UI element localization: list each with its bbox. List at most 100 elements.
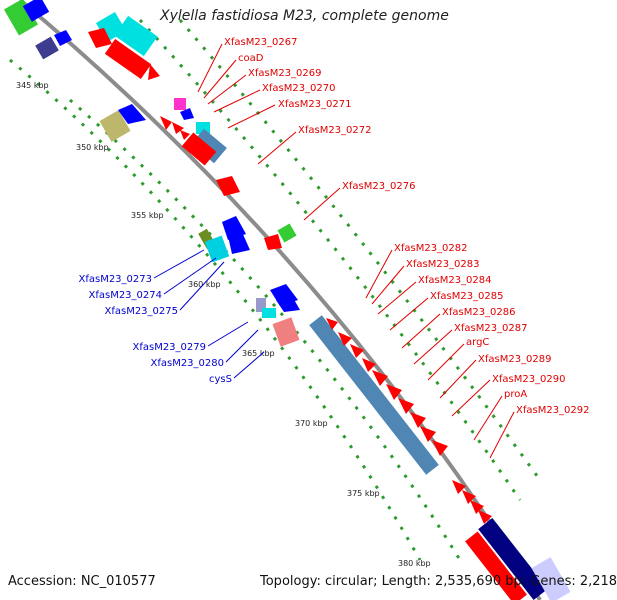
gene-label: XfasM23_0282 bbox=[394, 243, 468, 254]
cds-feature bbox=[22, 0, 50, 22]
gene-label: XfasM23_0271 bbox=[278, 99, 352, 110]
cds-feature bbox=[180, 108, 194, 120]
leader-line bbox=[427, 343, 465, 381]
kbp-tick: 360 kbp bbox=[188, 280, 221, 289]
cds-feature bbox=[362, 358, 376, 372]
gene-label: proA bbox=[504, 389, 527, 400]
kbp-tick: 380 kbp bbox=[398, 559, 431, 568]
leader-line bbox=[203, 59, 237, 99]
gene-label: XfasM23_0289 bbox=[478, 354, 552, 365]
gene-label: XfasM23_0279 bbox=[132, 342, 206, 353]
gene-label: XfasM23_0280 bbox=[150, 358, 224, 369]
gc-skew-tracks bbox=[9, 18, 542, 561]
gene-label: XfasM23_0274 bbox=[88, 290, 162, 301]
leader-line bbox=[257, 131, 297, 165]
cds-feature bbox=[350, 344, 364, 358]
gene-label: XfasM23_0267 bbox=[224, 37, 298, 48]
accession-text: Accession: NC_010577 bbox=[8, 574, 156, 589]
leader-line bbox=[213, 89, 261, 113]
gene-labels-right: XfasM23_0267 coaD XfasM23_0269 XfasM23_0… bbox=[224, 37, 590, 416]
genome-summary: Topology: circular; Length: 2,535,690 bp… bbox=[260, 574, 617, 589]
kbp-tick: 375 kbp bbox=[347, 489, 380, 498]
kbp-ticks: 345 kbp 350 kbp 355 kbp 360 kbp 365 kbp … bbox=[16, 81, 431, 568]
cds-feature bbox=[3, 0, 39, 36]
gene-label: argC bbox=[466, 337, 489, 348]
cds-feature bbox=[386, 384, 402, 400]
cds-feature bbox=[372, 370, 388, 386]
cds-feature bbox=[118, 104, 146, 124]
leader-line bbox=[227, 104, 276, 129]
kbp-tick: 370 kbp bbox=[295, 419, 328, 428]
cds-feature bbox=[478, 510, 492, 524]
cds-feature bbox=[326, 318, 338, 330]
cds-feature bbox=[35, 36, 59, 60]
gene-label: XfasM23_0276 bbox=[342, 181, 416, 192]
kbp-tick: 355 kbp bbox=[131, 211, 164, 220]
cds-feature bbox=[104, 39, 152, 79]
cds-feature bbox=[160, 116, 172, 130]
leader-line bbox=[365, 249, 393, 299]
kbp-tick: 350 kbp bbox=[76, 143, 109, 152]
cds-feature bbox=[398, 398, 414, 414]
gene-label: coaD bbox=[238, 53, 264, 64]
gene-label: XfasM23_0270 bbox=[262, 83, 336, 94]
cds-feature bbox=[216, 176, 240, 196]
gene-label: XfasM23_0275 bbox=[104, 306, 178, 317]
leader-line bbox=[163, 257, 217, 295]
gene-features bbox=[3, 0, 571, 600]
leader-line bbox=[389, 297, 429, 331]
cds-feature bbox=[452, 480, 466, 494]
cds-feature bbox=[114, 15, 158, 57]
leader-line bbox=[153, 249, 205, 279]
cds-feature bbox=[54, 30, 72, 46]
cds-feature bbox=[277, 223, 297, 243]
cds-feature bbox=[478, 517, 548, 600]
gene-label: XfasM23_0283 bbox=[406, 259, 480, 270]
cds-feature bbox=[180, 130, 190, 140]
cds-feature bbox=[174, 98, 186, 110]
cds-feature bbox=[228, 232, 250, 254]
cds-feature bbox=[256, 298, 266, 312]
guide-track-3 bbox=[138, 18, 522, 501]
cds-feature bbox=[172, 122, 184, 134]
leader-line bbox=[451, 379, 491, 417]
cds-feature bbox=[410, 412, 426, 428]
leader-line bbox=[371, 265, 405, 305]
cds-feature bbox=[420, 426, 436, 442]
gene-labels-left: XfasM23_0273 XfasM23_0274 XfasM23_0275 X… bbox=[78, 274, 232, 385]
cds-feature bbox=[309, 315, 439, 475]
cds-feature bbox=[531, 557, 571, 600]
leader-line bbox=[197, 43, 223, 93]
guide-track-1 bbox=[9, 58, 422, 561]
leader-lines-left bbox=[153, 249, 265, 379]
leader-line bbox=[377, 281, 417, 315]
gene-label: XfasM23_0285 bbox=[430, 291, 504, 302]
cds-feature bbox=[272, 317, 300, 347]
leader-line bbox=[233, 351, 265, 379]
cds-feature bbox=[264, 234, 282, 250]
leader-line bbox=[473, 395, 503, 441]
leader-line bbox=[401, 313, 441, 349]
guide-track-2 bbox=[69, 98, 462, 561]
leader-line bbox=[303, 187, 341, 221]
leader-line bbox=[413, 329, 453, 365]
cds-feature bbox=[462, 490, 476, 504]
leader-line bbox=[225, 329, 259, 363]
gene-label: XfasM23_0287 bbox=[454, 323, 528, 334]
cds-feature bbox=[276, 296, 300, 312]
leader-line bbox=[439, 359, 477, 399]
gene-label: XfasM23_0292 bbox=[516, 405, 590, 416]
genome-map: 345 kbp 350 kbp 355 kbp 360 kbp 365 kbp … bbox=[3, 0, 590, 600]
leader-line bbox=[207, 74, 247, 105]
cds-feature bbox=[338, 332, 352, 346]
kbp-tick: 365 kbp bbox=[242, 349, 275, 358]
leader-lines-right bbox=[197, 43, 515, 459]
cds-feature bbox=[88, 28, 112, 48]
leader-line bbox=[207, 321, 249, 347]
cds-feature bbox=[181, 132, 217, 166]
gene-label: XfasM23_0273 bbox=[78, 274, 152, 285]
gene-label: cysS bbox=[209, 374, 232, 385]
cds-feature bbox=[99, 110, 131, 142]
gene-label: XfasM23_0290 bbox=[492, 374, 566, 385]
map-title: Xylella fastidiosa M23, complete genome bbox=[160, 8, 449, 24]
